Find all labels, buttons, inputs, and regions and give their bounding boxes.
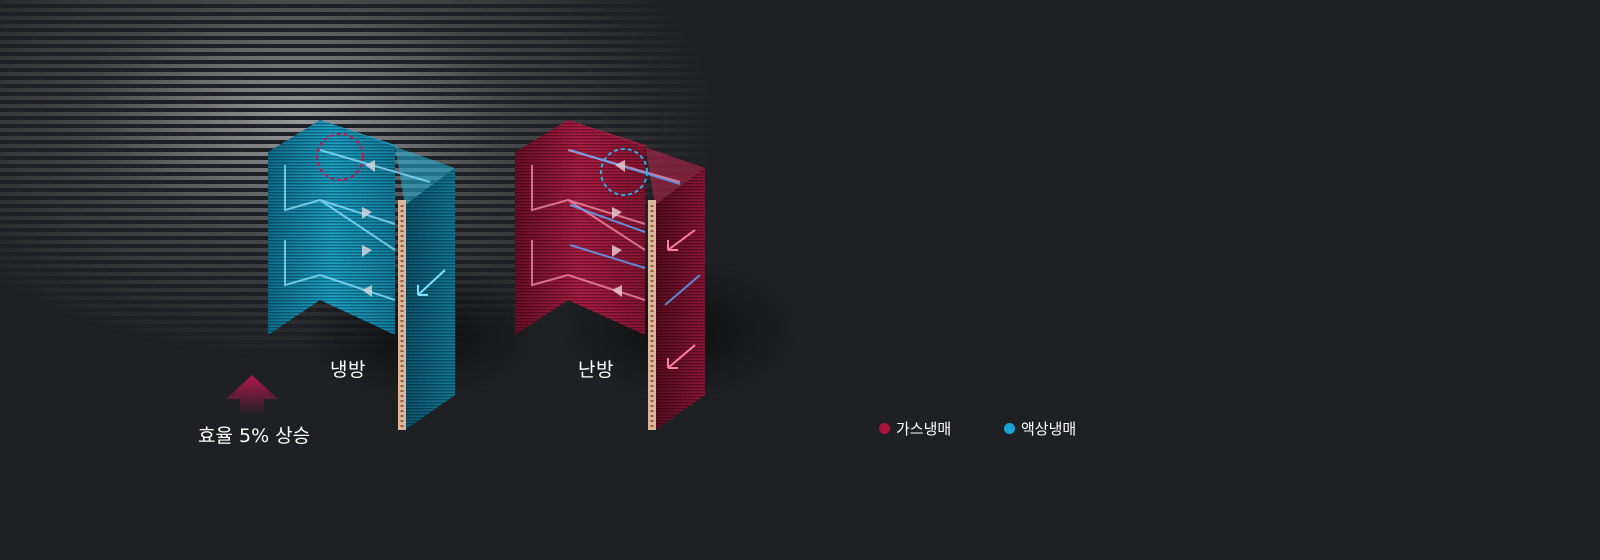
circle-dot-icon: [879, 423, 890, 434]
circle-dot-icon: [1004, 423, 1015, 434]
heating-coil: [515, 120, 705, 430]
legend-liquid-label: 액상냉매: [1021, 420, 1077, 438]
legend-gas: 가스냉매: [879, 418, 951, 439]
cooling-label: 냉방: [330, 359, 366, 381]
legend-liquid: 액상냉매: [1004, 418, 1076, 439]
efficiency-label: 효율 5% 상승: [198, 425, 311, 447]
legend-gas-label: 가스냉매: [896, 420, 952, 438]
cooling-coil: [268, 120, 455, 430]
up-arrow-icon: [226, 375, 278, 415]
heating-label: 난방: [578, 359, 614, 381]
